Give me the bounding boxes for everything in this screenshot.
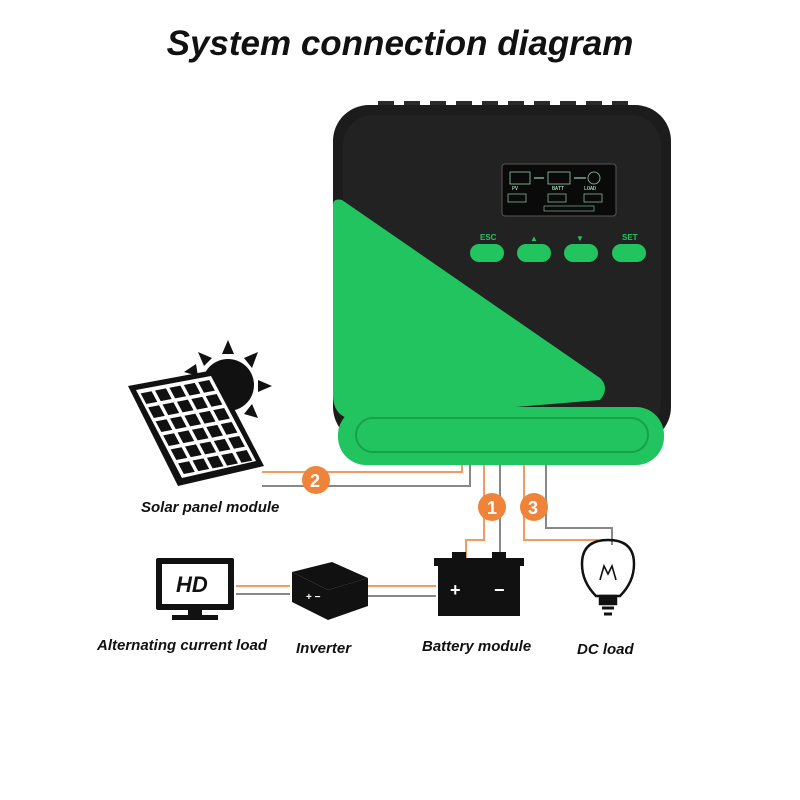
solar-cell [213,438,231,452]
solar-cell [199,441,217,455]
wire-solar-2 [262,464,471,487]
lcd-load-label: LOAD [584,186,596,192]
solar-cell [192,458,210,472]
solar-cell [206,424,223,438]
solar-cell [178,461,195,474]
solar-cell [162,402,180,416]
green-bottom-bar [338,407,664,465]
wire-dc-b [545,464,613,545]
battery-plus: + [450,580,461,600]
ac-load-label: Alternating current load [97,637,268,654]
lcd-batt-label: BATT [552,186,564,192]
solar-panel-icon [128,340,272,486]
solar-cell [198,410,216,424]
badge-3: 3 [520,493,548,521]
up-button[interactable]: ▲ [517,234,551,262]
solar-panel-label: Solar panel module [141,499,280,516]
solar-cell [148,405,165,418]
esc-button[interactable]: ESC [470,233,504,262]
solar-cell [155,419,173,432]
set-button[interactable]: SET [612,233,646,262]
battery-icon: + − [434,552,524,616]
solar-cell [198,380,215,393]
lcd-display: PV BATT LOAD [501,163,617,217]
set-button-label: SET [622,233,638,242]
green-wedge [333,199,605,420]
battery-minus: − [494,580,505,600]
solar-cell [184,413,202,427]
charge-controller: PV BATT LOAD ESC ▲ ▼ [333,101,671,465]
wire-solar [262,464,463,473]
solar-cell [213,408,230,421]
solar-cell [228,436,245,449]
solar-cell [206,455,224,469]
battery-label: Battery module [422,638,532,655]
solar-cell [221,452,238,466]
solar-cell [169,385,187,399]
badge-2-text: 2 [310,471,320,491]
solar-cell [185,444,202,458]
solar-cell [220,422,238,435]
solar-cell [235,450,253,463]
light-bulb-icon [580,538,636,616]
dc-load-label: DC load [577,641,634,658]
monitor-hd-text: HD [176,572,208,597]
solar-cell [140,391,158,404]
solar-cell [155,388,172,402]
badge-1: 1 [478,493,506,521]
solar-cell [205,394,223,407]
lcd-pv-label: PV [512,186,518,192]
badge-3-text: 3 [528,498,538,518]
monitor-icon: HD [156,558,234,620]
solar-cell [191,396,208,410]
solar-cell [163,433,180,446]
inverter-icon: + − [292,562,368,620]
solar-cell [176,399,194,413]
up-button-label: ▲ [530,234,538,243]
down-button[interactable]: ▼ [564,234,598,262]
badge-1-text: 1 [487,498,497,518]
solar-cell [170,447,188,460]
solar-cell [170,416,187,430]
solar-cell [183,382,201,396]
inverter-label: Inverter [296,640,352,657]
esc-button-label: ESC [480,233,497,242]
page-title: System connection diagram [166,24,634,63]
solar-cell [191,427,209,441]
solar-cell [177,430,195,444]
wire-dc-a [523,464,598,541]
down-button-label: ▼ [576,234,584,243]
inverter-sign: + − [306,592,321,603]
badge-2: 2 [302,466,330,494]
controller-buttons: ESC ▲ ▼ SET [470,233,646,262]
